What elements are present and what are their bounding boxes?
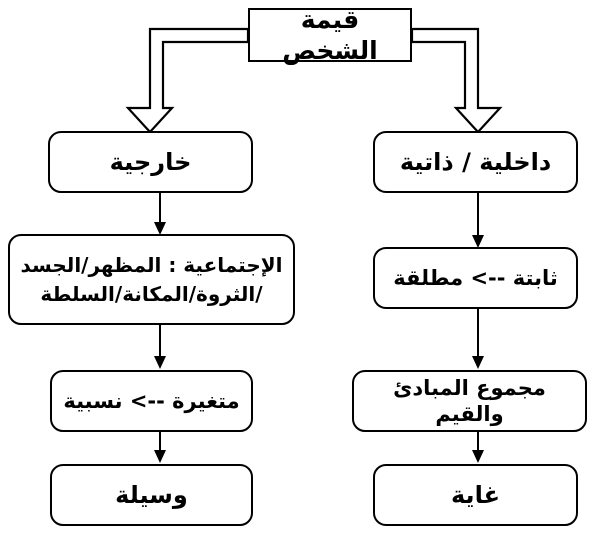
connector-right-branch-to-fixed [472,193,484,248]
node-right-principles-label: مجموع المبادئ والقيم [393,375,546,426]
node-right-principles[interactable]: مجموع المبادئ والقيم [352,370,587,432]
connector-variable-to-leaf [154,432,166,463]
node-left-branch-label: خارجية [109,148,192,176]
node-right-branch-label: داخلية / ذاتية [399,148,552,176]
node-left-social-label: الإجتماعية : المظهر/الجسد /الثروة/المكان… [20,252,283,306]
node-right-branch[interactable]: داخلية / ذاتية [373,131,578,193]
connector-fixed-to-principles [472,309,484,369]
connector-social-to-variable [154,325,166,369]
node-right-leaf[interactable]: غاية [373,464,578,526]
node-right-leaf-label: غاية [451,481,500,509]
node-left-leaf-label: وسيلة [115,481,188,509]
node-root[interactable]: قيمة الشخص [248,5,412,65]
connector-root-to-left-branch [125,27,250,134]
node-root-label: قيمة الشخص [282,4,378,65]
connector-root-to-right-branch [410,27,503,134]
node-left-social[interactable]: الإجتماعية : المظهر/الجسد /الثروة/المكان… [8,234,295,325]
node-left-variable-label: متغيرة --> نسبية [63,388,240,413]
node-left-branch[interactable]: خارجية [48,131,253,193]
node-right-fixed-label: ثابتة --> مطلقة [393,265,558,290]
node-right-fixed[interactable]: ثابتة --> مطلقة [373,247,578,309]
node-left-leaf[interactable]: وسيلة [50,464,253,526]
connector-principles-to-leaf [472,432,484,463]
connector-left-branch-to-social [154,193,166,235]
node-left-variable[interactable]: متغيرة --> نسبية [50,370,253,432]
